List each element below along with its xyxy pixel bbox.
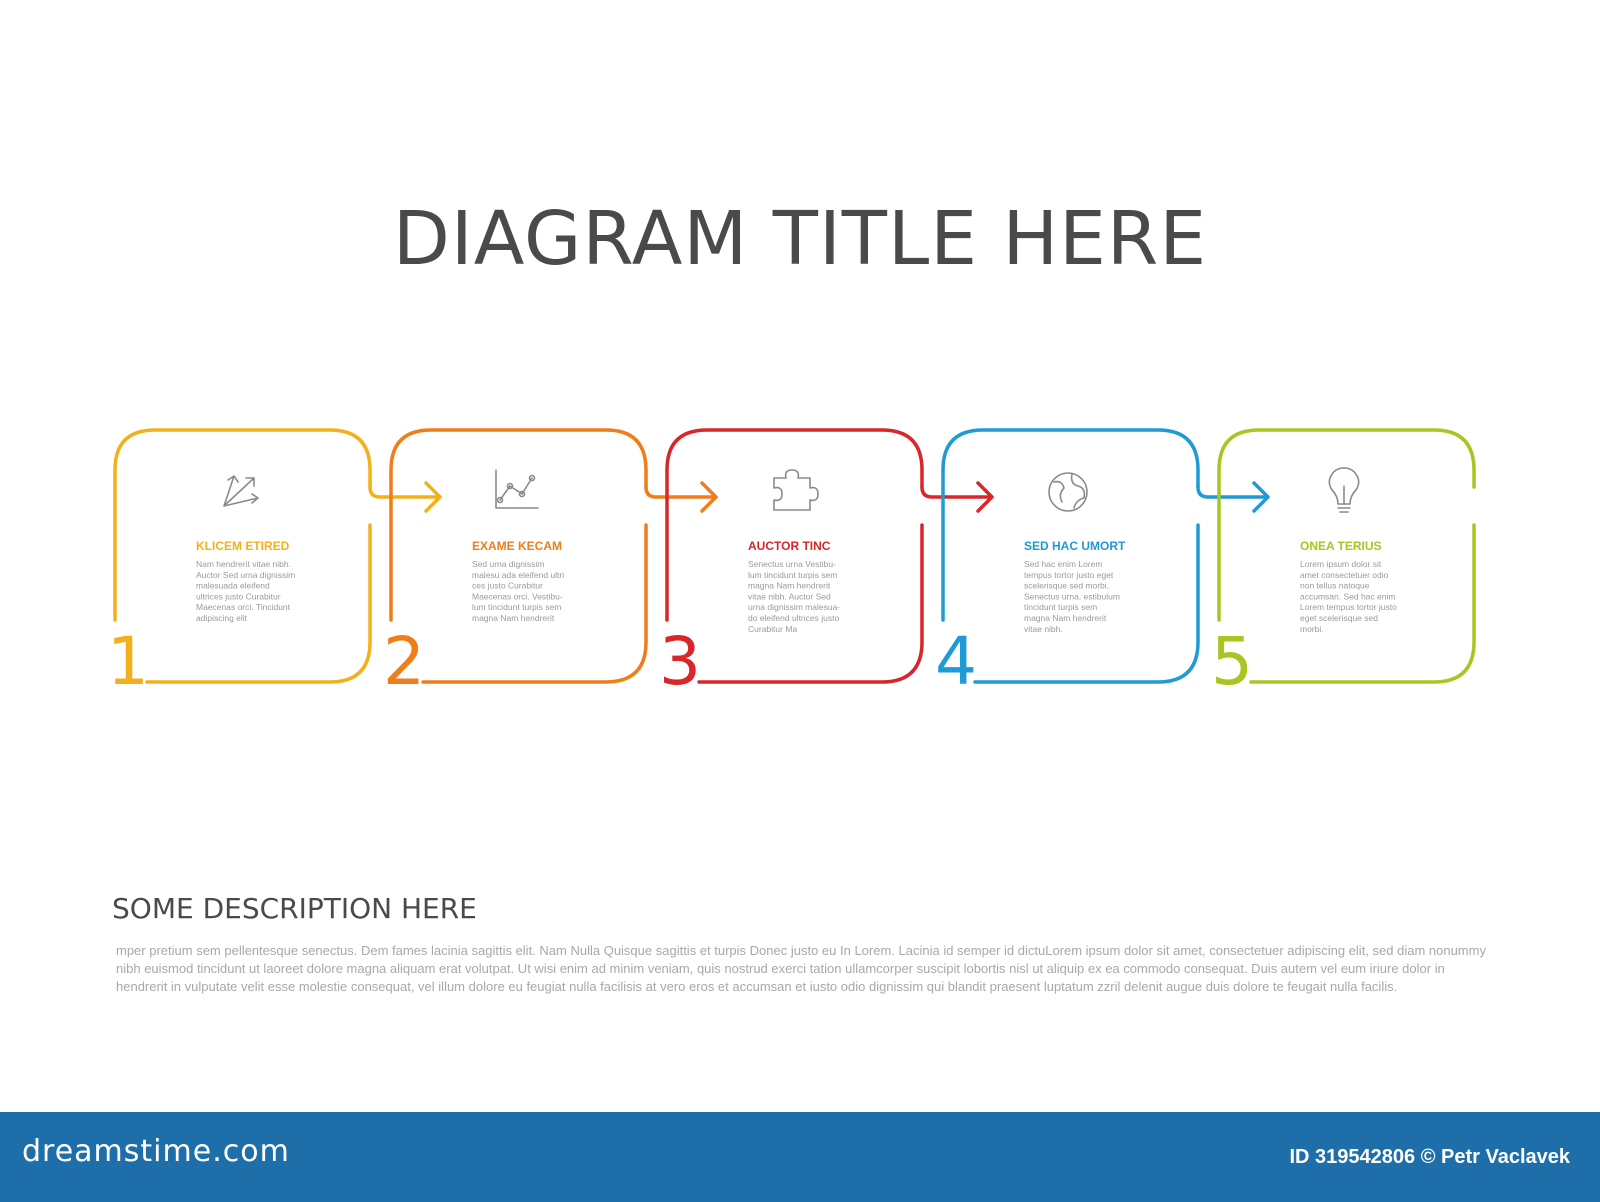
step-body-line: Auctor Sed urna dignissim [196, 570, 295, 580]
brand-logo[interactable]: dreamstime.com [22, 1134, 290, 1169]
step-outline [1217, 428, 1476, 684]
step-body-line: Curabitur Ma [748, 624, 797, 634]
step-body-line: scelerisque sed morbi. [1024, 581, 1109, 591]
step-title: AUCTOR TINC [748, 539, 831, 553]
step-body-line: magna Nam hendrerit [472, 613, 555, 623]
step-connector-arrow [1196, 481, 1270, 513]
step-number: 3 [659, 623, 701, 700]
puzzle-icon [773, 469, 819, 511]
step-body-line: do eleifend ultrices justo [748, 613, 839, 623]
step-body-line: Nam hendrerit vitae nibh. [196, 559, 291, 569]
step-outline [665, 428, 924, 684]
step-body-line: accumsan. Sed hac enim [1300, 591, 1395, 601]
step-number: 5 [1211, 623, 1253, 700]
step-title: EXAME KECAM [472, 539, 562, 553]
description-text: mper pretium sem pellentesque senectus. … [116, 943, 1486, 994]
step-outline [941, 428, 1200, 684]
line-chart-icon [495, 469, 539, 509]
step-title: ONEA TERIUS [1300, 539, 1382, 553]
step-body-line: Lorem ipsum dolor sit [1300, 559, 1382, 569]
step-body-line: Senectus urna Vestibu- [748, 559, 836, 569]
step-number: 1 [107, 623, 149, 700]
step-body-line: Sed urna dignissim [472, 559, 544, 569]
step-body-line: magna Nam hendrerit [748, 581, 831, 591]
step-body-line: lum tincidunt turpis sem [748, 570, 837, 580]
lightbulb-icon [1328, 467, 1360, 513]
step-body-line: lum tincidunt turpis sem [472, 602, 561, 612]
step-body-line: malesuada eleifend [196, 581, 270, 591]
footer-bar: dreamstime.com ID 319542806 © Petr Vacla… [0, 1112, 1600, 1202]
step-body-line: eget scelerisque sed [1300, 613, 1378, 623]
step-body-line: Maecenas orci. Tincidunt [196, 602, 291, 612]
step-body-line: tincidunt turpis sem [1024, 602, 1097, 612]
step-body-line: Maecenas orci. Vestibu- [472, 591, 563, 601]
step-body-line: urna dignissim malesua- [748, 602, 840, 612]
step-body-line: non tellus natoque [1300, 581, 1370, 591]
step-body-line: Lorem tempus tortor justo [1300, 602, 1397, 612]
step-body-line: ces justo Curabitur [472, 581, 543, 591]
step-connector-arrow [920, 481, 994, 513]
step-number: 4 [935, 623, 977, 700]
step-body-line: ultrices justo Curabitur [196, 591, 281, 601]
step-body-line: malesu ada eleifend ultri [472, 570, 564, 580]
arrows-diverge-icon [223, 475, 259, 507]
step-outline [113, 428, 372, 684]
step-body-line: adipiscing elit [196, 613, 248, 623]
step-3: 3 AUCTOR TINC Senectus urna Vestibu-lum ti… [659, 428, 994, 700]
step-body-line: tempus tortor justo eget [1024, 570, 1114, 580]
globe-icon [1048, 472, 1088, 512]
step-body-line: Senectus urna. estibulum [1024, 591, 1120, 601]
description-title: SOME DESCRIPTION HERE [112, 892, 477, 925]
step-connector-arrow [368, 481, 442, 513]
diagram-title: DIAGRAM TITLE HERE [392, 196, 1208, 282]
step-title: KLICEM ETIRED [196, 539, 290, 553]
step-number: 2 [383, 623, 425, 700]
step-1: 1 KLICEM ETIRED Nam hendrerit vitae nibh.A… [107, 428, 442, 700]
step-body-line: vitae nibh. [1024, 624, 1063, 634]
step-body-line: amet consectetuer odio [1300, 570, 1389, 580]
step-title: SED HAC UMORT [1024, 539, 1126, 553]
step-body-line: vitae nibh. Auctor Sed [748, 591, 831, 601]
step-connector-arrow [644, 481, 718, 513]
step-outline [389, 428, 648, 684]
step-body-line: Sed hac enim Lorem [1024, 559, 1102, 569]
step-body-line: magna Nam hendrerit [1024, 613, 1107, 623]
image-credit: ID 319542806 © Petr Vaclavek [1289, 1146, 1570, 1168]
step-body-line: morbi. [1300, 624, 1324, 634]
